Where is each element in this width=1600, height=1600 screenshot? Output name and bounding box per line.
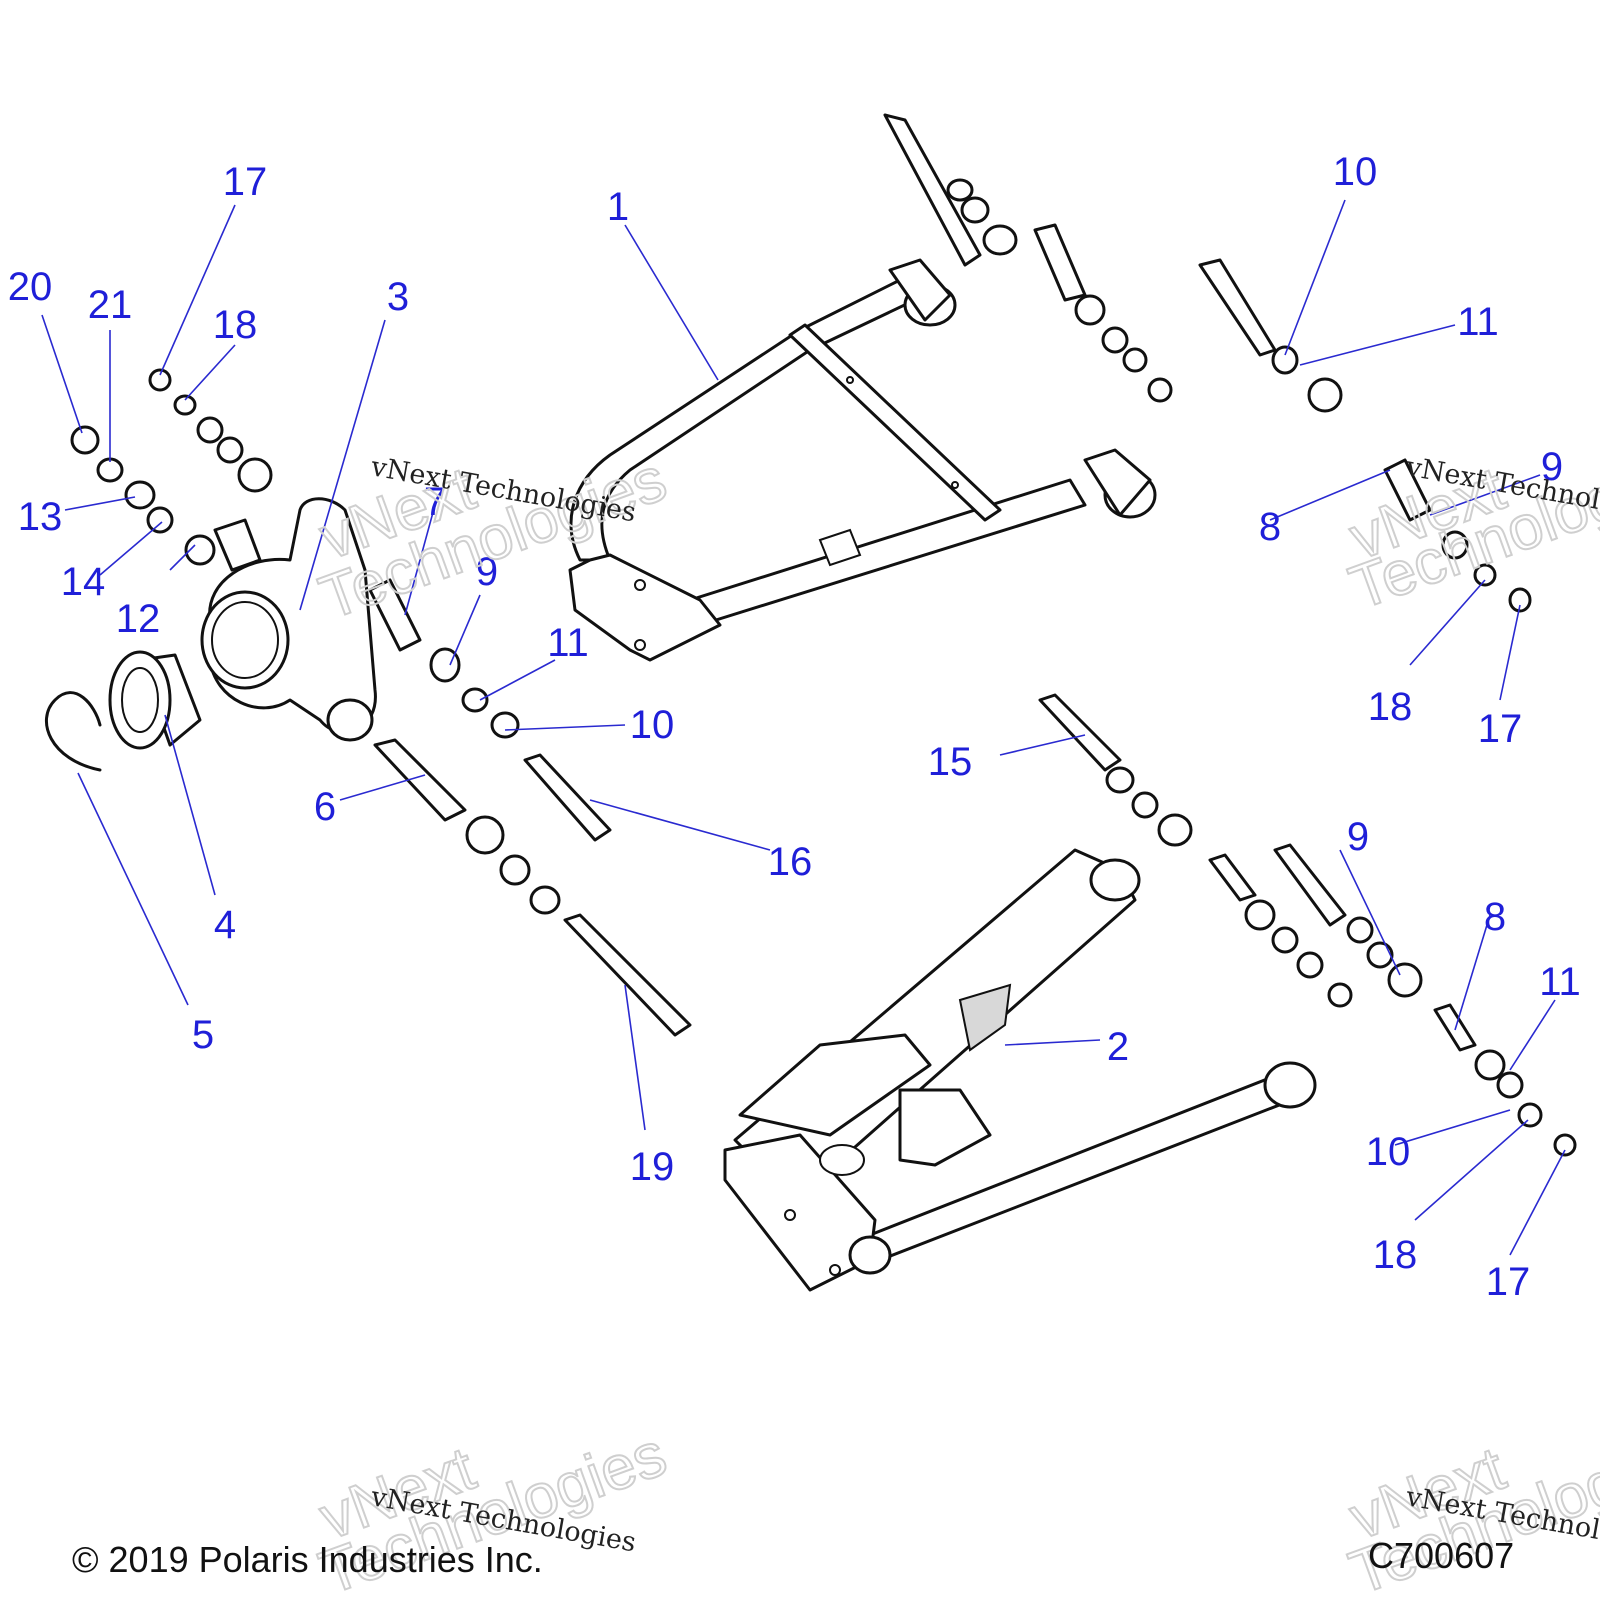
callout-1: 1: [607, 185, 629, 229]
callout-18-lower: 18: [1373, 1233, 1418, 1277]
callout-10-upper: 10: [1333, 150, 1378, 194]
callout-18-upper: 18: [1368, 685, 1413, 729]
callout-9-lower: 9: [1347, 815, 1369, 859]
callout-8-upper: 8: [1259, 505, 1281, 549]
callout-11-lower: 11: [1539, 960, 1581, 1004]
snap-ring: [45, 691, 102, 772]
lower-arm-rear-hardware: [1273, 843, 1577, 1157]
lower-control-arm: [723, 848, 1317, 1292]
callout-21: 21: [88, 283, 133, 327]
callout-5: 5: [192, 1013, 214, 1057]
upper-control-arm: [568, 258, 1157, 662]
callout-11-knuckle: 11: [547, 621, 589, 665]
callout-19: 19: [630, 1145, 675, 1189]
callout-3: 3: [387, 275, 409, 319]
leader-lines: [41, 199, 1566, 1256]
drawing-code: C700607: [1368, 1535, 1514, 1576]
callout-13: 13: [18, 495, 63, 539]
callout-17-knuckle: 17: [223, 160, 268, 204]
callout-11-upper: 11: [1457, 300, 1499, 344]
callout-8-lower: 8: [1484, 895, 1506, 939]
knuckle-upper-hardware: [70, 368, 273, 566]
callout-9-upper: 9: [1541, 445, 1563, 489]
upper-arm-rear-hardware: [1198, 258, 1532, 613]
callout-4: 4: [214, 903, 236, 947]
callout-2: 2: [1107, 1025, 1129, 1069]
rear-knuckle: [200, 497, 377, 742]
callout-9-knuckle: 9: [476, 550, 498, 594]
upper-arm-front-hardware: [883, 113, 1173, 403]
wheel-bearing: [108, 650, 202, 750]
knuckle-pivot-hardware: [368, 578, 692, 1037]
callout-7: 7: [424, 480, 446, 524]
copyright-notice: © 2019 Polaris Industries Inc.: [72, 1539, 543, 1580]
callout-16: 16: [768, 840, 813, 884]
lower-arm-front-hardware: [1038, 693, 1353, 1008]
callout-14: 14: [61, 560, 106, 604]
callout-10-lower: 10: [1366, 1130, 1411, 1174]
callout-18-knuckle: 18: [213, 303, 258, 347]
callout-10-knuckle: 10: [630, 703, 675, 747]
callout-labels: 1 2 3 4 5 6 7 8 8 9 9 9 10 10 10 11 11 1…: [8, 150, 1581, 1304]
callout-17-upper: 17: [1478, 707, 1523, 751]
callout-15: 15: [928, 740, 973, 784]
callout-6: 6: [314, 785, 336, 829]
callout-12: 12: [116, 597, 161, 641]
callout-17-lower: 17: [1486, 1260, 1531, 1304]
callout-20: 20: [8, 265, 53, 309]
